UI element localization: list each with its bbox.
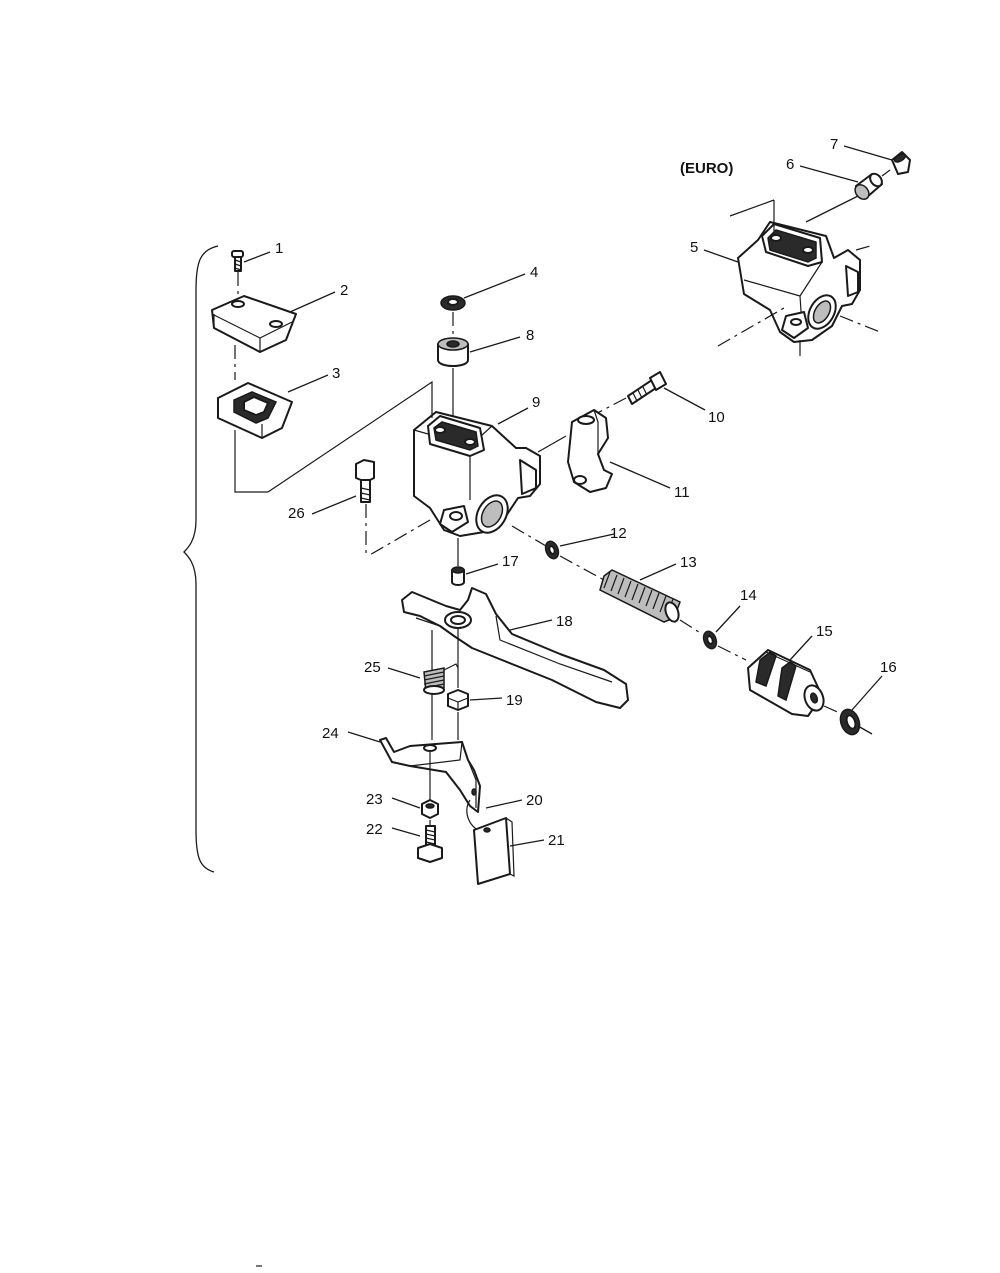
callout-25: 25: [364, 659, 381, 676]
callout-7: 7: [830, 136, 838, 153]
callout-4: 4: [530, 264, 538, 281]
callout-22: 22: [366, 821, 383, 838]
part-2-reservoir-cover: [211, 295, 297, 353]
part-17-bushing: [451, 566, 465, 586]
callout-2: 2: [340, 282, 348, 299]
part-19-nut: [447, 689, 469, 711]
part-4-washer: [440, 295, 466, 311]
part-10-clamp-bolt: [627, 371, 667, 405]
callout-5: 5: [690, 239, 698, 256]
part-22-bolt: [417, 825, 443, 863]
callout-11: 11: [674, 484, 690, 501]
callout-19: 19: [506, 692, 523, 709]
callout-20: 20: [526, 792, 543, 809]
callout-13: 13: [680, 554, 697, 571]
part-5-euro-master-cylinder: [737, 221, 861, 343]
part-15-piston: [747, 649, 825, 717]
part-14-washer: [702, 630, 718, 650]
part-8-bushing: [437, 337, 469, 367]
callout-24: 24: [322, 725, 339, 742]
callout-15: 15: [816, 623, 833, 640]
part-23-nut: [421, 799, 439, 819]
callout-21: 21: [548, 832, 565, 849]
callout-8: 8: [526, 327, 534, 344]
callout-3: 3: [332, 365, 340, 382]
callout-6: 6: [786, 156, 794, 173]
assembly-bracket: [183, 245, 219, 873]
callout-1: 1: [275, 240, 283, 257]
part-12-washer: [544, 540, 560, 560]
part-7-cap: [891, 151, 911, 175]
part-16-snap-ring: [839, 708, 861, 736]
part-25-spring: [423, 663, 459, 695]
callout-23: 23: [366, 791, 383, 808]
callout-16: 16: [880, 659, 897, 676]
callout-17: 17: [502, 553, 519, 570]
part-13-spring: [599, 569, 681, 623]
callout-9: 9: [532, 394, 540, 411]
part-18-lever: [401, 587, 629, 709]
callout-14: 14: [740, 587, 757, 604]
callout-12: 12: [610, 525, 627, 542]
part-24-bracket: [379, 737, 481, 813]
callout-18: 18: [556, 613, 573, 630]
part-26-pivot-bolt: [355, 459, 375, 503]
part-21-tag: [473, 817, 515, 885]
callout-10: 10: [708, 409, 725, 426]
callout-26: 26: [288, 505, 305, 522]
part-3-diaphragm: [217, 382, 293, 439]
part-9-master-cylinder: [413, 411, 541, 537]
part-6-fitting: [854, 172, 883, 200]
part-11-clamp: [567, 409, 613, 493]
euro-variant-label: (EURO): [680, 160, 733, 177]
part-1-screw: [231, 250, 244, 272]
